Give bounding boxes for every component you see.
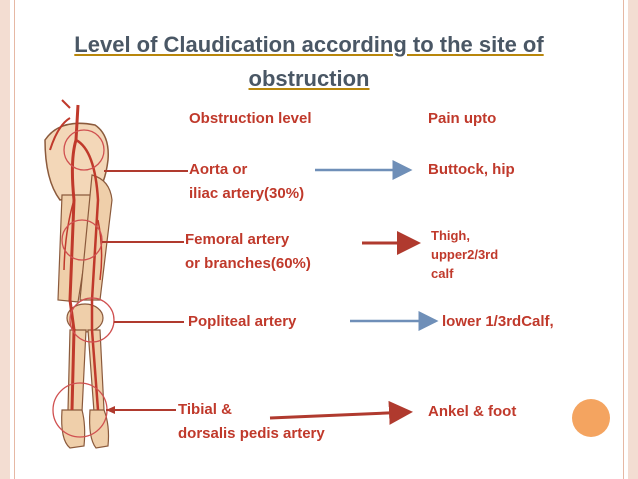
row2-pain-line2: upper2/3rd xyxy=(431,247,499,262)
aorta-site-circle xyxy=(63,129,105,171)
popliteal-site-circle xyxy=(69,297,115,343)
header-pain-upto: Pain upto xyxy=(428,110,497,127)
row2-pain-line1: Thigh, xyxy=(431,228,470,243)
row1-pain: Buttock, hip xyxy=(428,161,515,178)
header-obstruction-level: Obstruction level xyxy=(189,110,312,127)
row4-level: Tibial & dorsalis pedis artery xyxy=(178,398,325,446)
left-decorative-stripe xyxy=(0,0,10,479)
row1-level-line1: Aorta or xyxy=(189,161,248,178)
row4-level-line2: dorsalis pedis artery xyxy=(178,425,325,442)
decorative-orange-dot xyxy=(572,399,610,437)
row3-pain: lower 1/3rdCalf, xyxy=(442,313,554,330)
row1-level-line2: iliac artery(30%) xyxy=(189,185,305,202)
row2-level-line2: or branches(60%) xyxy=(185,255,311,272)
title-line-2: obstruction xyxy=(248,66,370,91)
row1-level: Aorta or iliac artery(30%) xyxy=(189,158,304,206)
row4-level-line1: Tibial & xyxy=(178,401,232,418)
row3-level: Popliteal artery xyxy=(188,313,297,330)
slide-title: Level of Claudication according to the s… xyxy=(0,28,618,96)
row2-level-line1: Femoral artery xyxy=(185,231,290,248)
leg-anatomy-illustration xyxy=(44,99,113,449)
title-line-1: Level of Claudication according to the s… xyxy=(74,32,544,57)
right-decorative-stripe xyxy=(628,0,638,479)
row4-pain: Ankel & foot xyxy=(428,403,517,420)
right-stripe-line xyxy=(623,0,624,479)
row2-level: Femoral artery or branches(60%) xyxy=(185,228,311,276)
row2-pain: Thigh, upper2/3rd calf xyxy=(431,226,498,283)
row2-pain-line3: calf xyxy=(431,266,454,281)
left-stripe-line xyxy=(14,0,15,479)
tibial-arrow xyxy=(269,400,413,425)
femoral-site-circle xyxy=(61,219,103,261)
